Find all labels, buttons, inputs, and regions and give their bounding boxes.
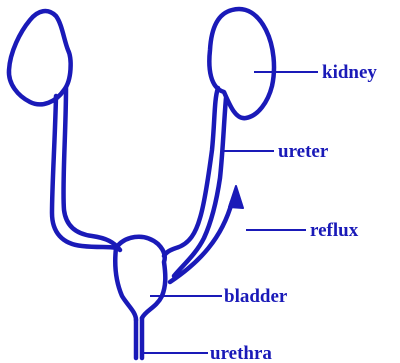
right-ureter-outer xyxy=(164,88,218,256)
reflux-label: reflux xyxy=(310,220,359,241)
bladder-label: bladder xyxy=(224,286,288,307)
kidney-label: kidney xyxy=(322,62,377,83)
bladder-shape xyxy=(115,237,165,320)
right-kidney xyxy=(209,9,274,118)
right-ureter-inner xyxy=(174,98,226,276)
left-ureter-inner xyxy=(63,88,120,250)
left-kidney xyxy=(9,11,71,104)
reflux-arrow-head xyxy=(229,186,243,208)
urethra-label: urethra xyxy=(210,343,272,363)
ureter-label: ureter xyxy=(278,141,329,162)
